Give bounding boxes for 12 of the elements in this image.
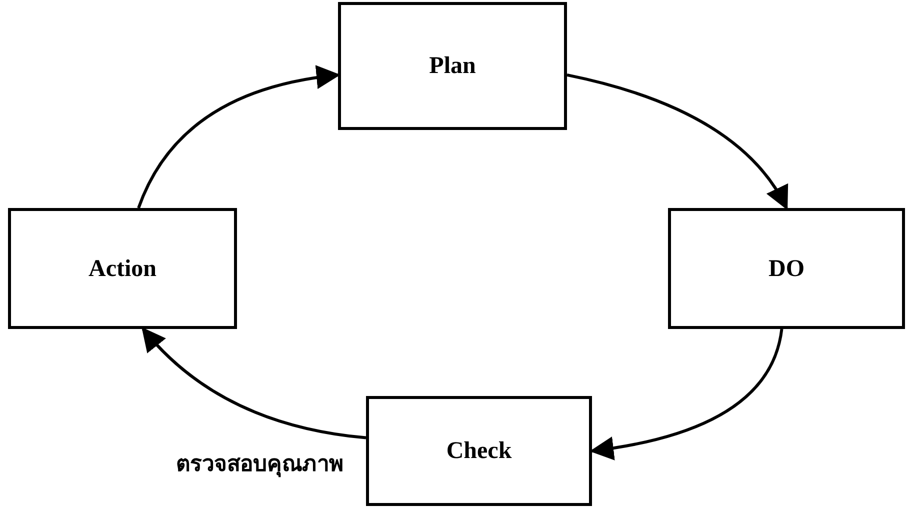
box-label: Check	[446, 437, 512, 466]
box-label: Action	[88, 254, 156, 284]
box-label: Plan	[429, 52, 476, 81]
process-box	[366, 396, 592, 506]
process-box	[338, 2, 567, 130]
curved-arrow	[566, 74, 788, 210]
process-box	[668, 208, 905, 329]
curved-arrow	[142, 327, 366, 440]
note-text: ตรวจสอบคุณภาพ	[176, 451, 344, 480]
box-label: DO	[768, 254, 804, 284]
curved-arrow	[137, 66, 340, 209]
process-box	[8, 208, 237, 329]
